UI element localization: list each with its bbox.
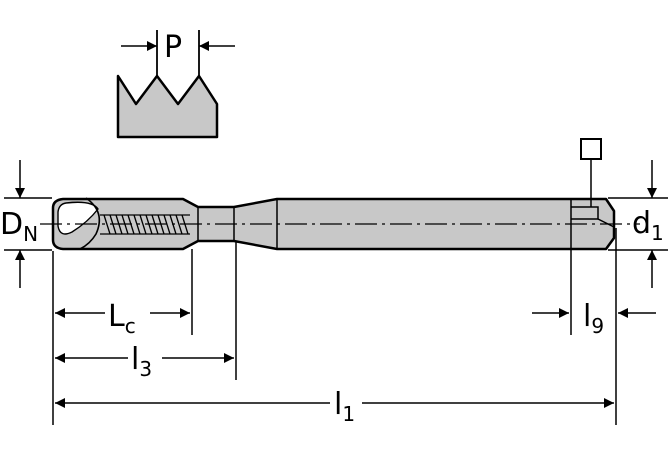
nominal-diameter-dimension: DN <box>0 160 38 288</box>
square-drive-detail-2 <box>597 218 615 228</box>
shank-diameter-dimension: d1 <box>632 160 664 288</box>
square-symbol-icon <box>580 138 602 160</box>
total-length-label: l1 <box>334 387 355 426</box>
square-drive-symbol <box>580 138 602 207</box>
chamfer-length-label: Lc <box>108 299 136 338</box>
square-length-dimension: l9 <box>532 299 656 338</box>
square-drive-detail <box>571 206 599 220</box>
chamfer-length-dimension: Lc <box>55 299 190 338</box>
shank-diameter-label: d1 <box>632 206 664 245</box>
thread-profile-inset: P <box>116 30 235 139</box>
thread-length-label: l3 <box>131 342 152 381</box>
thread-length-dimension: l3 <box>55 342 234 381</box>
pitch-label: P <box>164 30 182 65</box>
thread-profile-shape <box>116 74 219 139</box>
total-length-dimension: l1 <box>55 387 614 426</box>
extension-lines <box>4 197 668 425</box>
tap-body <box>40 197 640 251</box>
flute-curve <box>79 197 101 250</box>
nominal-diameter-label: DN <box>0 207 38 246</box>
square-length-label: l9 <box>583 299 604 338</box>
